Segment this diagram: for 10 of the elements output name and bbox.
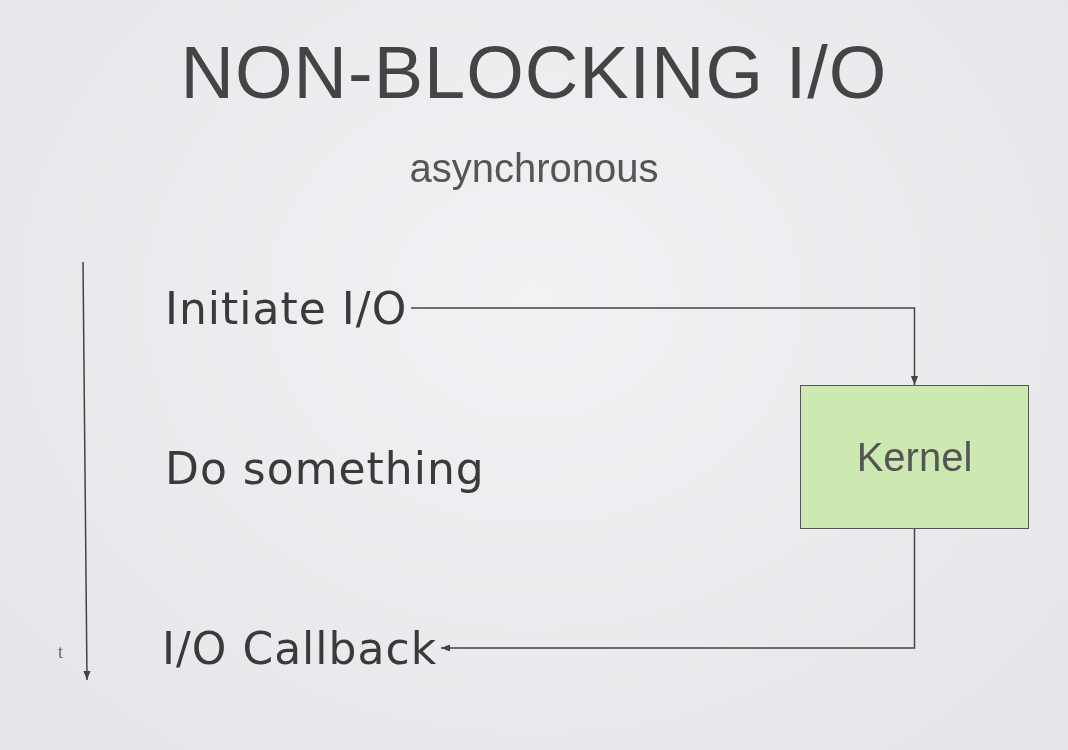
box-text: Kernel: [856, 434, 973, 480]
title: NON-BLOCKING I/O: [179, 30, 889, 115]
kernel-box: [800, 385, 1029, 529]
step-text: I/O Callback: [162, 616, 438, 680]
arrow: [440, 528, 916, 652]
arrow: [410, 307, 919, 386]
step-text: Initiate I/O: [165, 276, 408, 340]
axis-label: t: [58, 642, 63, 663]
step-text: Do something: [165, 436, 485, 500]
subtitle: asynchronous: [408, 146, 660, 191]
